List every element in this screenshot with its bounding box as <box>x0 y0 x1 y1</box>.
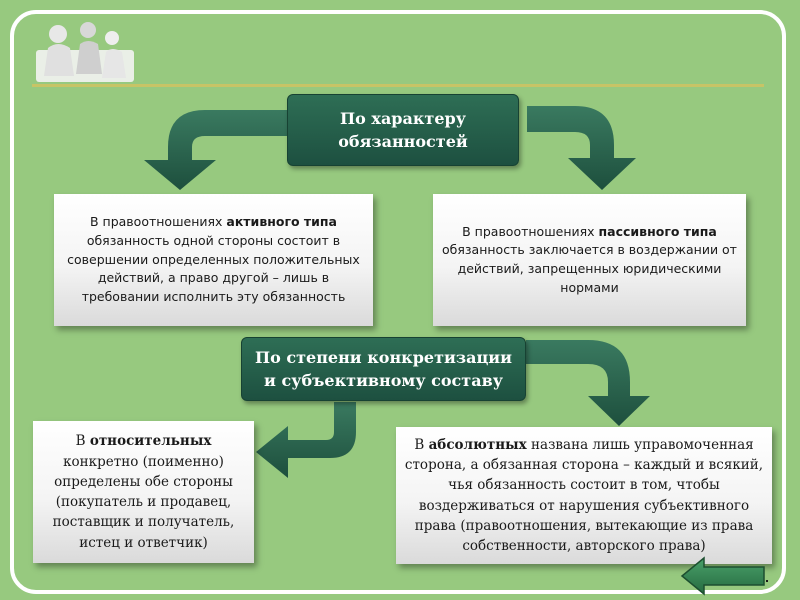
relative-post: конкретно (поименно) определены обе стор… <box>52 453 235 551</box>
passive-keyword: пассивного типа <box>598 223 717 239</box>
passive-post: обязанность заключается в воздержании от… <box>442 242 737 295</box>
header2-line1: По степени конкретизации <box>255 347 512 367</box>
absolute-text: В абсолютных названа лишь управомоченная… <box>404 435 764 557</box>
title-rule <box>32 84 764 87</box>
active-type-box: В правоотношениях активного типа обязанн… <box>54 194 373 326</box>
arrow-to-passive <box>527 106 636 190</box>
back-arrow-icon[interactable] <box>680 556 768 596</box>
absolute-post: названа лишь управомоченная сторона, а о… <box>404 436 764 554</box>
arrow-to-absolute <box>526 340 650 426</box>
header1-line2: обязанностей <box>338 132 468 151</box>
passive-type-box: В правоотношениях пассивного типа обязан… <box>433 194 746 326</box>
absolute-box: В абсолютных названа лишь управомоченная… <box>396 427 772 564</box>
passive-pre: В правоотношениях <box>462 223 599 239</box>
active-pre: В правоотношениях <box>89 214 227 230</box>
relative-pre: В <box>75 433 90 450</box>
arrow-to-active <box>144 110 289 190</box>
slide-frame <box>10 10 786 594</box>
category-by-obligation-type: По характеру обязанностей <box>287 94 519 166</box>
active-type-text: В правоотношениях активного типа обязанн… <box>62 213 365 307</box>
people-silhouette-logo <box>36 22 134 82</box>
header1-line1: По характеру <box>340 108 466 128</box>
active-keyword: активного типа <box>226 214 337 230</box>
corner-dot <box>766 580 768 582</box>
header2-line2: и субъективному составу <box>264 371 503 390</box>
absolute-pre: В <box>414 436 429 453</box>
absolute-keyword: абсолютных <box>428 436 527 453</box>
active-post: обязанность одной стороны состоит в сове… <box>67 232 360 305</box>
category-by-concretization: По степени конкретизации и субъективному… <box>241 337 526 401</box>
relative-keyword: относительных <box>89 433 212 450</box>
arrow-to-relative <box>256 402 356 478</box>
passive-type-text: В правоотношениях пассивного типа обязан… <box>441 223 738 298</box>
relative-box: В относительных конкретно (поименно) опр… <box>33 421 254 563</box>
relative-text: В относительных конкретно (поименно) опр… <box>41 431 246 553</box>
